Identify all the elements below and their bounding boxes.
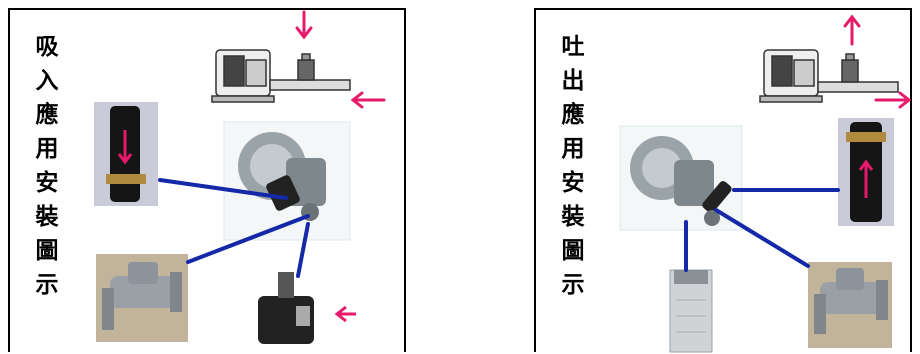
manifold-icon xyxy=(808,262,892,348)
silencer-icon xyxy=(838,118,894,226)
manifold-icon xyxy=(96,254,188,342)
suction-title: 吸 入 應 用 安 裝 圖 示 xyxy=(35,34,59,298)
filter-icon xyxy=(669,269,713,353)
discharge-title: 吐 出 應 用 安 裝 圖 示 xyxy=(561,34,585,298)
schematic-blower-icon xyxy=(759,49,899,103)
discharge-diagram xyxy=(619,14,912,353)
blower-icon xyxy=(223,121,351,241)
discharge-installation-panel: 吐 出 應 用 安 裝 圖 示 xyxy=(534,8,912,353)
suction-diagram xyxy=(94,10,386,344)
silencer-icon xyxy=(94,102,158,206)
flow-arrow-icon xyxy=(295,10,386,109)
connector-lines xyxy=(684,188,840,272)
suction-installation-panel: 吸 入 應 用 安 裝 圖 示 xyxy=(8,8,406,352)
flow-arrow-icon xyxy=(843,14,912,109)
schematic-blower-icon xyxy=(211,49,351,103)
connector-lines xyxy=(158,178,310,278)
check-valve-icon xyxy=(258,272,356,344)
